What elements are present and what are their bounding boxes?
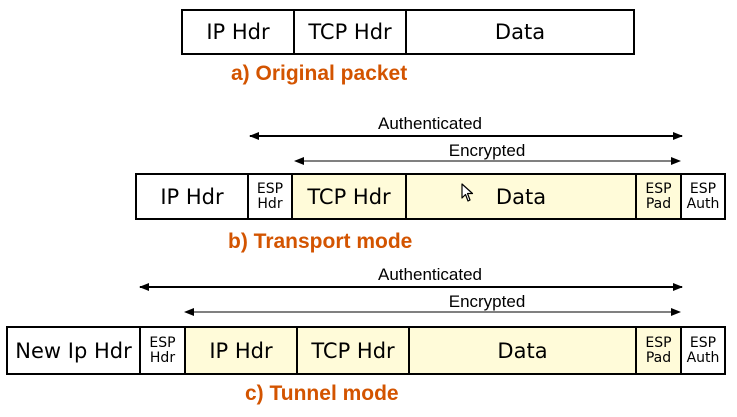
tunnel-ip-hdr-label: IP Hdr (209, 338, 273, 363)
transport-ip-hdr-label: IP Hdr (160, 184, 224, 209)
tunnel-esp-label: ESP (149, 334, 176, 351)
transport-pad-label: Pad (645, 195, 672, 212)
original-tcp-hdr-label: TCP Hdr (308, 20, 392, 44)
original-ip-hdr-cell: IP Hdr (181, 9, 295, 55)
original-caption: a) Original packet (231, 62, 408, 85)
tunnel-new-ip-hdr-label: New Ip Hdr (15, 338, 132, 363)
mouse-cursor-icon (461, 183, 475, 207)
original-ip-hdr-label: IP Hdr (206, 20, 270, 44)
tunnel-caption: c) Tunnel mode (245, 382, 399, 405)
tunnel-encrypted-label: Encrypted (448, 292, 526, 311)
transport-auth-label: Auth (686, 195, 720, 212)
transport-hdr-label: Hdr (257, 195, 283, 212)
tunnel-esp-pad-esp-label: ESP (645, 334, 672, 351)
transport-data-cell: Data (405, 173, 637, 220)
transport-data-label: Data (495, 184, 547, 209)
transport-encrypted-label: Encrypted (448, 141, 526, 160)
transport-tcp-hdr-label: TCP Hdr (307, 184, 391, 209)
tunnel-ip-hdr-cell: IP Hdr (184, 326, 298, 375)
tunnel-authenticated-label: Authenticated (378, 265, 482, 284)
transport-esp-label: ESP (256, 180, 284, 197)
tunnel-tcp-hdr-cell: TCP Hdr (296, 326, 410, 375)
transport-esp-auth-esp-label: ESP (689, 180, 717, 197)
tunnel-hdr-label: Hdr (149, 349, 176, 366)
original-data-label: Data (494, 20, 546, 44)
transport-authenticated-label: Authenticated (378, 114, 482, 133)
original-tcp-hdr-cell: TCP Hdr (293, 9, 407, 55)
tunnel-tcp-hdr-label: TCP Hdr (311, 338, 395, 363)
tunnel-auth-label: Auth (686, 349, 720, 366)
original-data-cell: Data (405, 9, 635, 55)
transport-caption: b) Transport mode (228, 230, 413, 253)
tunnel-new-ip-hdr-cell: New Ip Hdr (6, 326, 141, 375)
tunnel-data-label: Data (497, 338, 548, 363)
tunnel-data-cell: Data (408, 326, 637, 375)
transport-esp-pad-esp-label: ESP (645, 180, 672, 197)
transport-ip-hdr-cell: IP Hdr (135, 173, 249, 220)
tunnel-pad-label: Pad (645, 349, 672, 366)
transport-tcp-hdr-cell: TCP Hdr (291, 173, 407, 220)
tunnel-esp-auth-esp-label: ESP (689, 334, 717, 351)
